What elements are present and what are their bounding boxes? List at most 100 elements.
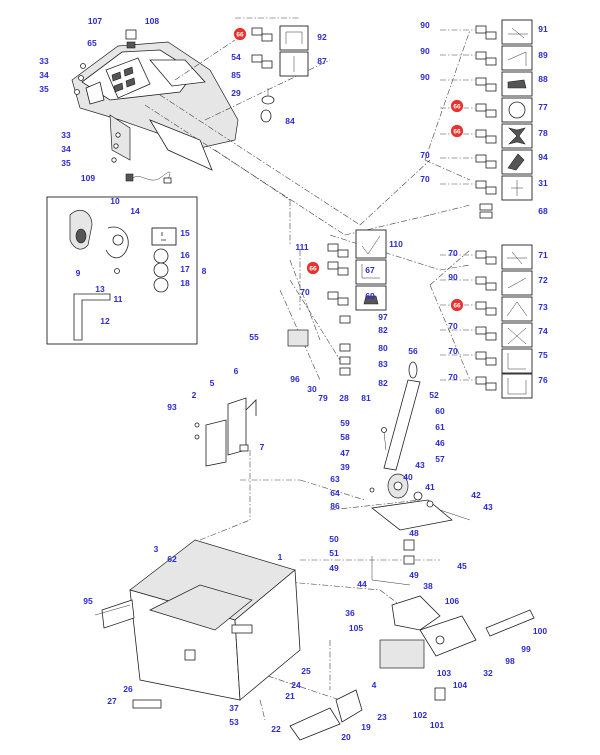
lever-assembly xyxy=(369,361,471,586)
callout-1: 1 xyxy=(278,552,283,562)
callout-33: 33 xyxy=(61,130,71,140)
callout-98: 98 xyxy=(505,656,515,666)
callout-43: 43 xyxy=(483,502,493,512)
callout-89: 89 xyxy=(538,50,548,60)
callout-58: 58 xyxy=(340,432,350,442)
callout-70: 70 xyxy=(448,372,458,382)
callout-106: 106 xyxy=(445,596,459,606)
callout-62: 62 xyxy=(167,554,177,564)
callout-2: 2 xyxy=(192,390,197,400)
callout-26: 26 xyxy=(123,684,133,694)
callout-90: 90 xyxy=(420,20,430,30)
callout-46: 46 xyxy=(435,438,445,448)
console-housing xyxy=(71,29,239,184)
callout-47: 47 xyxy=(340,448,350,458)
callout-83: 83 xyxy=(378,359,388,369)
callout-87: 87 xyxy=(317,56,327,66)
callout-85: 85 xyxy=(231,70,241,80)
callout-18: 18 xyxy=(180,278,190,288)
callout-70: 70 xyxy=(420,150,430,160)
callout-105: 105 xyxy=(349,623,363,633)
callout-55: 55 xyxy=(249,332,259,342)
callout-49: 49 xyxy=(409,570,419,580)
callout-35: 35 xyxy=(61,158,71,168)
callout-5: 5 xyxy=(210,378,215,388)
callout-12: 12 xyxy=(100,316,110,326)
callout-57: 57 xyxy=(435,454,445,464)
callout-31: 31 xyxy=(538,178,548,188)
diagram-drawing xyxy=(46,17,535,741)
callout-107: 107 xyxy=(88,16,102,26)
callout-63: 63 xyxy=(330,474,340,484)
callout-3: 3 xyxy=(154,544,159,554)
callout-108: 108 xyxy=(145,16,159,26)
callout-75: 75 xyxy=(538,350,548,360)
callout-10: 10 xyxy=(110,196,120,206)
callout-103: 103 xyxy=(437,668,451,678)
callout-9: 9 xyxy=(76,268,81,278)
callout-102: 102 xyxy=(413,710,427,720)
callout-4: 4 xyxy=(372,680,377,690)
callout-7: 7 xyxy=(260,442,265,452)
highlight-badge-label: 66 xyxy=(309,265,317,272)
callout-76: 76 xyxy=(538,375,548,385)
callout-96: 96 xyxy=(290,374,300,384)
callout-20: 20 xyxy=(341,732,351,742)
highlight-badge-label: 66 xyxy=(453,103,461,110)
callout-71: 71 xyxy=(538,250,548,260)
callout-8: 8 xyxy=(202,266,207,276)
highlight-badge-label: 66 xyxy=(453,302,461,309)
callout-19: 19 xyxy=(361,722,371,732)
callout-24: 24 xyxy=(291,680,301,690)
callout-82: 82 xyxy=(378,325,388,335)
callout-60: 60 xyxy=(435,406,445,416)
callout-70: 70 xyxy=(448,321,458,331)
callout-labels: 1234567891011121314151617181920212223242… xyxy=(39,16,548,742)
callout-29: 29 xyxy=(231,88,241,98)
callout-54: 54 xyxy=(231,52,241,62)
callout-25: 25 xyxy=(301,666,311,676)
callout-64: 64 xyxy=(330,488,340,498)
callout-44: 44 xyxy=(357,579,367,589)
callout-21: 21 xyxy=(285,691,295,701)
callout-17: 17 xyxy=(180,264,190,274)
highlight-badge-marker xyxy=(450,298,464,312)
callout-56: 56 xyxy=(408,346,418,356)
callout-35: 35 xyxy=(39,84,49,94)
callout-70: 70 xyxy=(448,248,458,258)
callout-11: 11 xyxy=(114,294,123,304)
callout-40: 40 xyxy=(403,472,413,482)
callout-91: 91 xyxy=(538,24,548,34)
callout-77: 77 xyxy=(538,102,548,112)
floor-box-housing xyxy=(94,539,301,709)
callout-90: 90 xyxy=(420,46,430,56)
callout-50: 50 xyxy=(329,534,339,544)
callout-90: 90 xyxy=(448,272,458,282)
callout-34: 34 xyxy=(61,144,71,154)
callout-42: 42 xyxy=(471,490,481,500)
callout-61: 61 xyxy=(435,422,445,432)
highlight-badge-marker xyxy=(306,261,320,275)
callout-48: 48 xyxy=(409,528,419,538)
callout-36: 36 xyxy=(345,608,355,618)
highlight-badge-marker xyxy=(450,99,464,113)
callout-70: 70 xyxy=(448,346,458,356)
callout-27: 27 xyxy=(107,696,117,706)
callout-70: 70 xyxy=(300,287,310,297)
callout-38: 38 xyxy=(423,581,433,591)
callout-74: 74 xyxy=(538,326,548,336)
highlight-badge-label: 66 xyxy=(453,128,461,135)
callout-95: 95 xyxy=(83,596,93,606)
callout-92: 92 xyxy=(317,32,327,42)
callout-14: 14 xyxy=(130,206,140,216)
callout-99: 99 xyxy=(521,644,531,654)
highlight-badge-label: 66 xyxy=(236,31,244,38)
callout-16: 16 xyxy=(180,250,190,260)
callout-100: 100 xyxy=(533,626,547,636)
callout-104: 104 xyxy=(453,680,467,690)
callout-34: 34 xyxy=(39,70,49,80)
callout-15: 15 xyxy=(180,228,190,238)
callout-37: 37 xyxy=(229,703,239,713)
